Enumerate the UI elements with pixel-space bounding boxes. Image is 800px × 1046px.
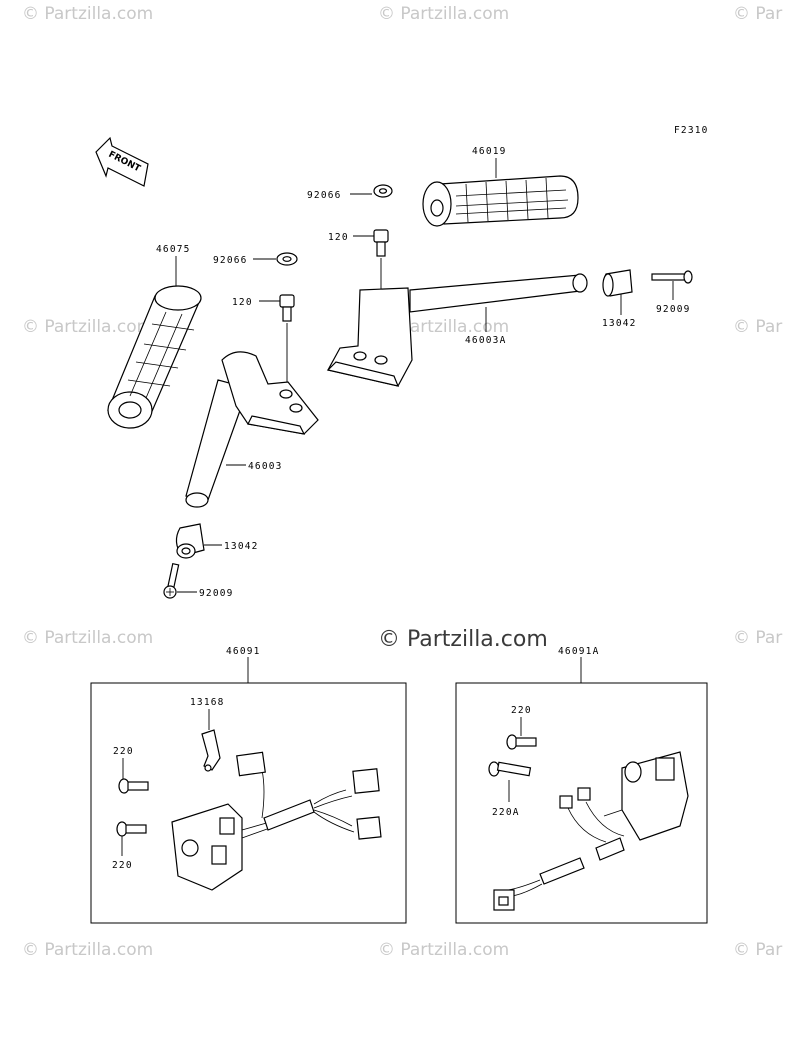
screw-220-c <box>506 734 537 750</box>
bar-end-weight-13042-right <box>602 269 633 297</box>
screw-92009-left <box>163 562 180 599</box>
watermark-text: © Partzilla.com <box>22 940 153 960</box>
watermark-text: © Partzilla.com <box>22 317 153 337</box>
part-number-220-c: 220 <box>511 705 532 716</box>
handlebar-46003 <box>185 351 319 508</box>
part-number-13168: 13168 <box>190 697 225 708</box>
screw-220-a <box>118 778 149 794</box>
watermark-text: © Partzilla.com <box>378 4 509 24</box>
watermark-text: © Par <box>733 628 782 648</box>
part-number-46075: 46075 <box>156 244 191 255</box>
watermark-text: © Partzilla.com <box>378 940 509 960</box>
part-number-46003A: 46003A <box>465 335 507 346</box>
screw-220-b <box>116 821 147 837</box>
part-number-46091A: 46091A <box>558 646 600 657</box>
watermark-text: © Par <box>733 940 782 960</box>
watermark-text: © Partzilla.com <box>22 628 153 648</box>
figure-code: F2310 <box>674 125 709 136</box>
watermark-text: © Partzilla.com <box>22 4 153 24</box>
bar-end-weight-13042-left <box>175 523 205 559</box>
handle-grip-46075 <box>107 285 202 429</box>
screw-92009-right <box>651 270 693 284</box>
wiring-harness-left <box>236 751 382 840</box>
part-number-220-a: 220 <box>113 746 134 757</box>
front-arrow-icon: FRONT <box>95 136 149 187</box>
clip-13168 <box>201 729 221 772</box>
part-number-120-top: 120 <box>328 232 349 243</box>
part-number-92009-left: 92009 <box>199 588 234 599</box>
bolt-120-top <box>373 229 389 257</box>
switch-housing-right <box>603 751 689 841</box>
wiring-harness-right <box>493 787 625 911</box>
screw-220A <box>488 761 532 777</box>
part-number-92066-mid: 92066 <box>213 255 248 266</box>
watermark-text: © Par <box>733 4 782 24</box>
throttle-grip-46019 <box>422 175 579 227</box>
bolt-120-mid <box>279 294 295 322</box>
part-number-13042-right: 13042 <box>602 318 637 329</box>
part-number-220A: 220A <box>492 807 520 818</box>
part-number-92066-top: 92066 <box>307 190 342 201</box>
inset-frame-46091A <box>455 682 708 924</box>
part-number-92009-right: 92009 <box>656 304 691 315</box>
handlebar-46003A <box>326 273 588 387</box>
part-number-46019: 46019 <box>472 146 507 157</box>
part-number-46003: 46003 <box>248 461 283 472</box>
part-number-120-mid: 120 <box>232 297 253 308</box>
inset-frame-46091 <box>90 682 407 924</box>
watermark-center: © Partzilla.com <box>378 627 548 652</box>
watermark-text: © Par <box>733 317 782 337</box>
part-number-220-b: 220 <box>112 860 133 871</box>
switch-housing-left <box>171 803 271 891</box>
part-number-46091: 46091 <box>226 646 261 657</box>
part-number-13042-left: 13042 <box>224 541 259 552</box>
watermarks: © Partzilla.com © Partzilla.com © Par © … <box>22 4 782 960</box>
